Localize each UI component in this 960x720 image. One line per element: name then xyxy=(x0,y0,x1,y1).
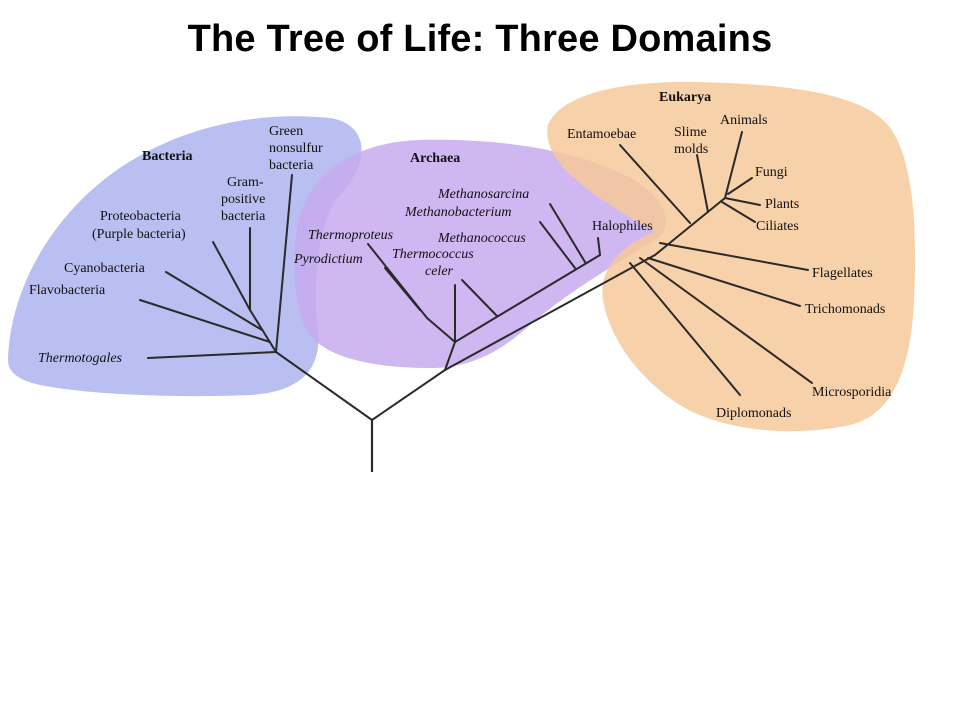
bacteria-region xyxy=(8,116,362,397)
branch-pyrodictium xyxy=(384,267,421,311)
branch-plants xyxy=(724,197,761,206)
eukarya-domain-label: Eukarya xyxy=(659,90,711,105)
branch-eukarya-long xyxy=(444,254,656,371)
archaea-region xyxy=(294,139,666,368)
taxon-gram-positive-line3: bacteria xyxy=(221,209,266,224)
branch-bacteria-stem xyxy=(275,351,373,421)
taxon-plants: Plants xyxy=(765,197,799,212)
tree-branches xyxy=(139,131,813,472)
branch-bacteria-inner xyxy=(249,309,277,353)
taxon-green-nonsulfur-line2: nonsulfur xyxy=(269,141,323,156)
taxon-animals: Animals xyxy=(720,113,767,128)
branch-flavobacteria xyxy=(139,299,271,343)
branch-trichomonads xyxy=(647,257,801,307)
taxon-microsporidia: Microsporidia xyxy=(812,385,892,400)
taxon-slime-molds-line1: Slime xyxy=(674,125,707,140)
branch-fungi xyxy=(727,177,753,195)
taxon-thermotogales: Thermotogales xyxy=(38,351,123,366)
branch-entamoebae xyxy=(619,144,691,224)
archaea-domain-label: Archaea xyxy=(410,151,460,166)
branch-archaea-crenarch xyxy=(426,317,456,343)
taxon-trichomonads: Trichomonads xyxy=(805,302,885,317)
taxon-methanosarcina: Methanosarcina xyxy=(437,187,529,202)
taxon-gram-positive-line2: positive xyxy=(221,192,265,207)
branch-slime-molds xyxy=(696,154,709,213)
branch-archaea-eury xyxy=(454,254,601,343)
taxon-green-nonsulfur-line1: Green xyxy=(269,124,303,139)
branch-thermotogales xyxy=(147,351,277,359)
taxon-thermoproteus: Thermoproteus xyxy=(308,228,394,243)
branch-ciliates xyxy=(721,201,756,223)
branch-animals xyxy=(724,131,743,199)
branch-archaea-stem xyxy=(444,341,456,371)
taxon-diplomonads: Diplomonads xyxy=(716,406,791,421)
taxon-halophiles: Halophiles xyxy=(592,219,653,234)
branch-methanosarcina xyxy=(549,203,586,263)
taxon-gram-positive-line1: Gram- xyxy=(227,175,264,190)
taxon-slime-molds-line2: molds xyxy=(674,142,708,157)
branch-green-nonsulfur xyxy=(275,174,293,353)
taxon-flagellates: Flagellates xyxy=(812,266,873,281)
taxon-green-nonsulfur-line3: bacteria xyxy=(269,158,314,173)
branch-proteobacteria xyxy=(212,241,251,311)
branch-flagellates xyxy=(659,242,809,271)
taxon-pyrodictium: Pyrodictium xyxy=(293,252,363,267)
taxon-proteobacteria-line1: Proteobacteria xyxy=(100,209,182,224)
taxon-entamoebae: Entamoebae xyxy=(567,127,636,142)
branch-cyanobacteria xyxy=(165,271,263,331)
taxon-ciliates: Ciliates xyxy=(756,219,799,234)
branch-eukarya-crown xyxy=(654,197,726,256)
taxon-methanococcus: Methanococcus xyxy=(437,231,526,246)
branch-diplomonads xyxy=(629,262,741,396)
taxon-thermococcus-line2: celer xyxy=(425,264,454,279)
taxon-thermococcus-line1: Thermococcus xyxy=(392,247,474,262)
branch-methanococcus xyxy=(461,279,498,317)
slide-title: The Tree of Life: Three Domains xyxy=(187,18,773,60)
taxon-cyanobacteria: Cyanobacteria xyxy=(64,261,146,276)
branch-archaea-eukarya-stem xyxy=(371,369,446,421)
bacteria-domain-label: Bacteria xyxy=(142,149,193,164)
taxon-fungi: Fungi xyxy=(755,165,788,180)
branch-methanobacterium xyxy=(539,221,576,269)
branch-microsporidia xyxy=(639,257,813,384)
taxon-flavobacteria: Flavobacteria xyxy=(29,283,106,298)
taxon-proteobacteria-line2: (Purple bacteria) xyxy=(92,227,186,242)
taxon-methanobacterium: Methanobacterium xyxy=(404,205,512,220)
branch-halophiles xyxy=(597,237,601,256)
